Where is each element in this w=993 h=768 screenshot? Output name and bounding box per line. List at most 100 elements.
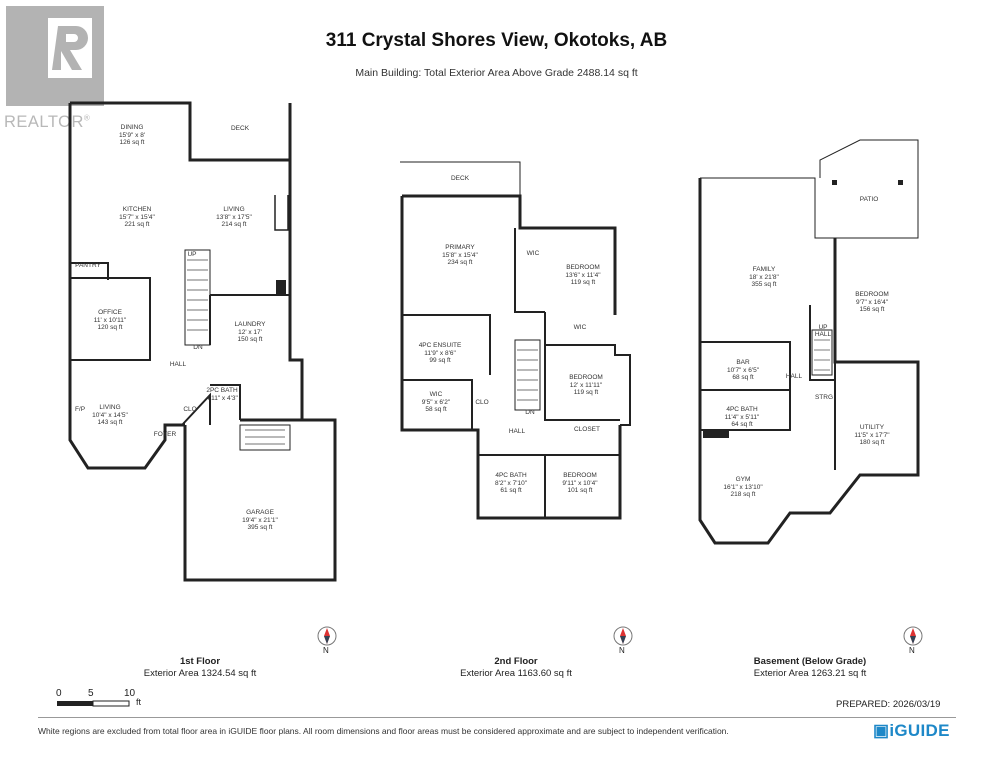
floor-name: Basement (Below Grade): [753, 656, 867, 667]
room-name: DECK: [230, 125, 250, 132]
plan-label: FOYER: [153, 431, 177, 438]
room-name: OFFICE: [98, 309, 122, 316]
room-name: WIC: [526, 250, 540, 257]
room-area: 99 sq ft: [429, 357, 451, 364]
room-name: BEDROOM: [569, 374, 603, 381]
compass-letter: N: [619, 646, 625, 655]
room-dimensions: 10'4" x 14'5": [92, 411, 128, 419]
floor-name: 1st Floor: [179, 656, 221, 667]
floor-caption-1st: 1st Floor Exterior Area 1324.54 sq ft: [120, 656, 280, 680]
room-area: 395 sq ft: [247, 524, 273, 531]
room-dimensions: 9'5" x 6'2": [421, 398, 451, 406]
room-dimensions: 16'1" x 13'10": [723, 483, 763, 491]
room-name: LAUNDRY: [234, 321, 266, 328]
room-area: 180 sq ft: [859, 439, 885, 446]
plan-label: STRG: [814, 394, 834, 401]
room-name: WIC: [429, 391, 443, 398]
room-dimensions: 15'7" x 15'4": [119, 213, 155, 221]
divider: [38, 717, 956, 718]
room-name: LIVING: [99, 404, 121, 411]
compass-icon-2nd: [613, 626, 633, 646]
room-dimensions: 12' x 11'11": [569, 381, 603, 389]
room-label: DECK: [410, 175, 510, 183]
room-area: 61 sq ft: [500, 487, 522, 494]
room-name: BEDROOM: [563, 472, 597, 479]
realtor-logo: [6, 6, 104, 106]
room-name: BAR: [736, 359, 750, 366]
plan-label: DN: [525, 409, 535, 416]
page-subtitle: Main Building: Total Exterior Area Above…: [355, 67, 638, 79]
floor-caption-2nd: 2nd Floor Exterior Area 1163.60 sq ft: [436, 656, 596, 680]
room-name: WIC: [573, 324, 587, 331]
floor-area: Exterior Area 1163.60 sq ft: [460, 668, 572, 679]
room-name: FAMILY: [752, 266, 776, 273]
compass-icon-basement: [903, 626, 923, 646]
room-dimensions: 11'4" x 5'11": [724, 413, 760, 421]
room-name: DECK: [450, 175, 470, 182]
compass-icon-1st: [317, 626, 337, 646]
room-area: 218 sq ft: [730, 491, 756, 498]
room-name: 2PC BATH: [206, 387, 238, 394]
room-dimensions: 12' x 17': [238, 328, 262, 336]
room-dimensions: 13'6" x 11'4": [565, 271, 601, 279]
plan-label: CLO: [475, 399, 489, 406]
scale-tick: 10: [124, 688, 136, 699]
plan-label: HALL: [508, 428, 526, 435]
compass-letter: N: [909, 646, 915, 655]
scale-unit: ft: [136, 697, 142, 707]
room-dimensions: 8'2" x 7'10": [494, 479, 528, 487]
room-dimensions: 13'8" x 17'5": [216, 213, 252, 221]
room-area: 101 sq ft: [567, 487, 593, 494]
room-area: 58 sq ft: [425, 406, 447, 413]
plan-label: F/P: [74, 406, 86, 413]
room-name: UTILITY: [859, 424, 885, 431]
room-area: 64 sq ft: [731, 421, 753, 428]
room-area: 119 sq ft: [570, 279, 596, 286]
footer-disclaimer: White regions are excluded from total fl…: [38, 726, 729, 736]
room-name: 4PC BATH: [726, 406, 758, 413]
realtor-logo-text: REALTOR®: [4, 113, 91, 131]
scale-tick: 0: [56, 688, 62, 699]
room-area: 126 sq ft: [119, 139, 145, 146]
room-name: 4PC ENSUITE: [418, 342, 462, 349]
room-area: 355 sq ft: [751, 281, 777, 288]
floor-name: 2nd Floor: [494, 656, 538, 667]
room-dimensions: 15'9" x 8': [118, 131, 146, 139]
room-area: 143 sq ft: [97, 419, 123, 426]
floor-area: Exterior Area 1263.21 sq ft: [753, 668, 867, 679]
room-dimensions: 11'5" x 17'7": [854, 431, 890, 439]
room-name: KITCHEN: [122, 206, 152, 213]
prepared-date: PREPARED: 2026/03/19: [836, 699, 941, 710]
floor-area: Exterior Area 1324.54 sq ft: [143, 668, 257, 679]
plan-label: DN: [193, 344, 203, 351]
room-dimensions: 18' x 21'8": [749, 273, 779, 281]
room-name: CLOSET: [573, 426, 600, 433]
room-name: PATIO: [859, 196, 879, 203]
room-dimensions: 11' x 10'11": [93, 316, 127, 324]
room-dimensions: 15'8" x 15'4": [442, 251, 478, 259]
room-area: 68 sq ft: [732, 374, 754, 381]
plan-label: HALL: [785, 373, 803, 380]
room-area: 120 sq ft: [97, 324, 123, 331]
room-name: BEDROOM: [566, 264, 600, 271]
room-name: GYM: [735, 476, 751, 483]
iguide-logo: ▣iGUIDE: [873, 721, 950, 740]
plan-label: UP: [187, 251, 197, 258]
room-dimensions: 4'11" x 4'3": [206, 394, 238, 402]
